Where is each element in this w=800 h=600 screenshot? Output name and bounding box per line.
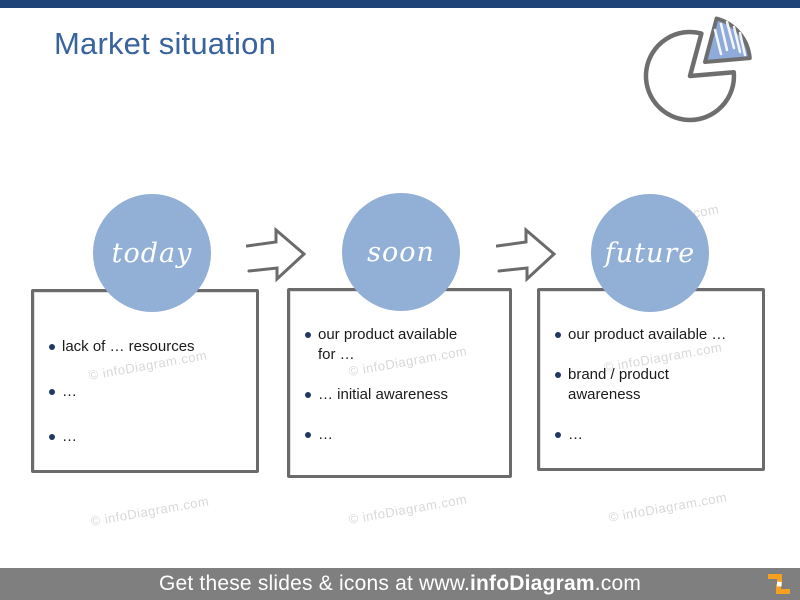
- bullet-item: brand / product awareness: [554, 365, 752, 405]
- bullet-item: lack of … resources: [48, 337, 244, 357]
- stage-box-soon: our product available for … … initial aw…: [287, 288, 512, 478]
- arrow-right-icon: [496, 226, 556, 283]
- stage-box-today: lack of … resources … …: [31, 289, 259, 473]
- footer-text: Get these slides & icons at www.infoDiag…: [159, 572, 641, 596]
- footer-text-prefix: Get these slides & icons at www.: [158, 572, 470, 595]
- watermark: © infoDiagram.com: [607, 489, 729, 525]
- stage-circle-today: today: [93, 194, 211, 312]
- infodiagram-logo-icon: [768, 574, 790, 594]
- bullet-list: our product available … brand / product …: [540, 291, 762, 445]
- bullet-list: lack of … resources … …: [34, 292, 256, 447]
- bullet-item: our product available for …: [304, 325, 499, 365]
- footer-text-suffix: .com: [594, 572, 642, 595]
- stage-circle-future: future: [591, 194, 709, 312]
- bullet-item: our product available …: [554, 325, 752, 345]
- watermark: © infoDiagram.com: [347, 491, 469, 527]
- arrow-right-icon: [246, 226, 306, 283]
- stage-label: soon: [367, 236, 435, 268]
- stage-circle-soon: soon: [342, 193, 460, 311]
- bullet-item: …: [304, 425, 499, 445]
- bullet-item: …: [48, 382, 244, 402]
- bullet-item: …: [554, 425, 752, 445]
- bullet-item: …: [48, 427, 244, 447]
- stage-label: future: [604, 237, 696, 269]
- top-accent-bar: [0, 0, 800, 8]
- footer-brand: infoDiagram: [470, 572, 595, 595]
- bullet-item: … initial awareness: [304, 385, 499, 405]
- bullet-list: our product available for … … initial aw…: [290, 291, 509, 445]
- page-title: Market situation: [54, 26, 277, 61]
- pie-chart-icon: [643, 16, 752, 123]
- watermark: © infoDiagram.com: [89, 493, 211, 529]
- footer-bar: Get these slides & icons at www.infoDiag…: [0, 568, 800, 600]
- stage-label: today: [111, 237, 193, 269]
- stage-box-future: our product available … brand / product …: [537, 288, 765, 471]
